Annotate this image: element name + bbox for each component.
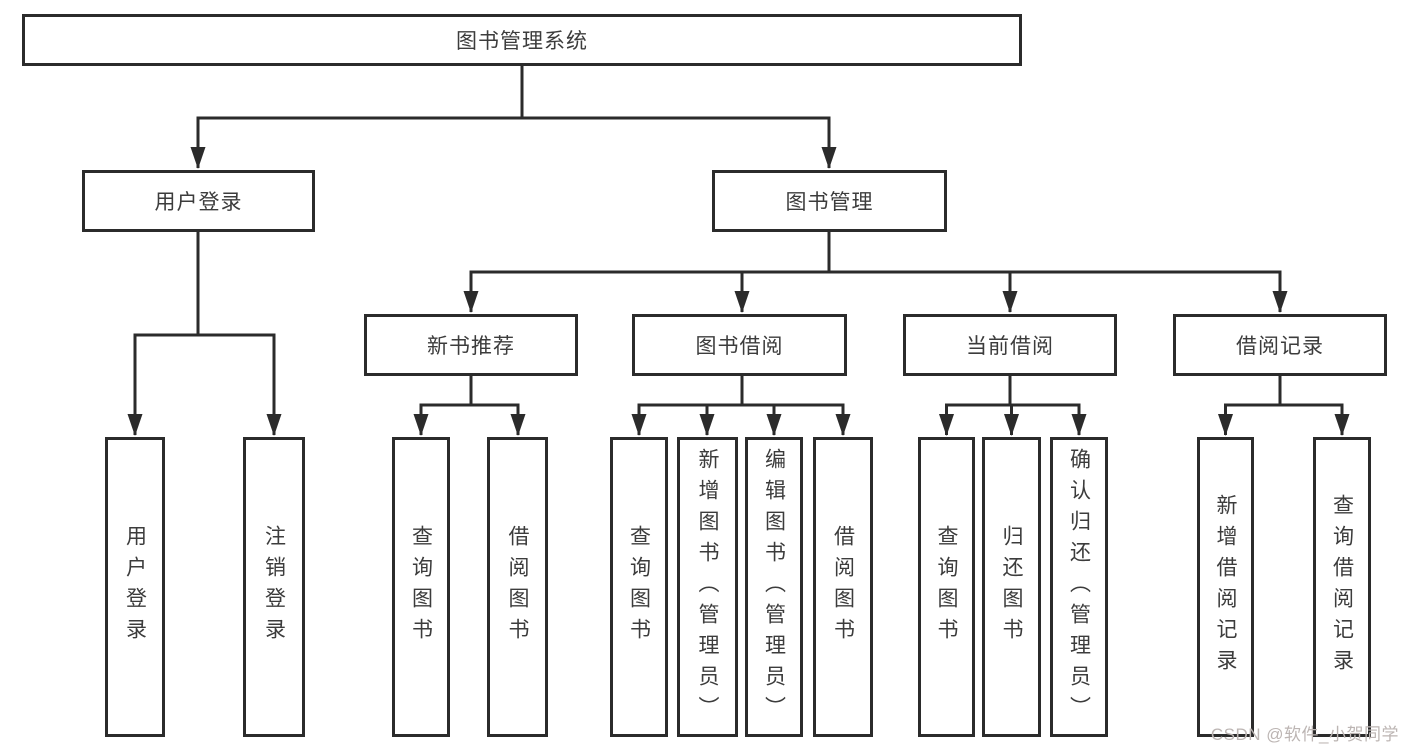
connector-user-login-branch bbox=[127, 232, 282, 436]
node-label: 当前借阅 bbox=[966, 335, 1054, 358]
node-book-borrowing: 图书借阅 bbox=[632, 314, 847, 376]
connector-current-borrowing-branch bbox=[939, 376, 1087, 436]
leaf-user-login: 用户登录 bbox=[105, 437, 165, 737]
csdn-watermark: CSDN @软件_小贺同学 bbox=[1210, 725, 1399, 744]
node-label: 图书借阅 bbox=[695, 335, 784, 358]
node-current-borrowing: 当前借阅 bbox=[903, 314, 1117, 376]
leaf-return-books: 归还图书 bbox=[982, 437, 1041, 737]
leaf-query-borrow-record: 查询借阅记录 bbox=[1313, 437, 1371, 737]
leaf-edit-books-admin: 编辑图书（管理员） bbox=[745, 437, 803, 737]
leaf-add-borrow-record: 新增借阅记录 bbox=[1197, 437, 1254, 737]
node-label: 借阅记录 bbox=[1236, 335, 1324, 358]
leaf-query-books-recommend: 查询图书 bbox=[392, 437, 450, 737]
node-book-management: 图书管理 bbox=[712, 170, 947, 232]
connector-book-management-branch bbox=[463, 232, 1288, 313]
leaf-confirm-return-admin: 确认归还（管理员） bbox=[1050, 437, 1108, 737]
node-label: 查询图书 bbox=[627, 525, 651, 649]
node-borrowing-records: 借阅记录 bbox=[1173, 314, 1387, 376]
node-label: 归还图书 bbox=[1000, 525, 1023, 649]
node-user-login: 用户登录 bbox=[82, 170, 315, 232]
leaf-add-books-admin: 新增图书（管理员） bbox=[677, 437, 738, 737]
node-label: 图书管理 bbox=[785, 191, 874, 214]
node-label: 查询借阅记录 bbox=[1330, 494, 1354, 680]
node-new-book-recommend: 新书推荐 bbox=[364, 314, 578, 376]
node-label: 图书管理系统 bbox=[456, 30, 588, 53]
leaf-borrow-books: 借阅图书 bbox=[813, 437, 873, 737]
node-label: 用户登录 bbox=[154, 191, 243, 214]
leaf-borrow-books-recommend: 借阅图书 bbox=[487, 437, 548, 737]
node-label: 确认归还（管理员） bbox=[1067, 447, 1091, 727]
node-label: 新增图书（管理员） bbox=[696, 447, 719, 727]
leaf-query-books-borrowing: 查询图书 bbox=[610, 437, 668, 737]
leaf-logout: 注销登录 bbox=[243, 437, 305, 737]
node-label: 借阅图书 bbox=[506, 525, 529, 649]
node-label: 注销登录 bbox=[262, 525, 286, 649]
node-label: 新书推荐 bbox=[427, 335, 515, 358]
connector-borrowing-records-branch bbox=[1218, 376, 1350, 436]
node-library-management-system: 图书管理系统 bbox=[22, 14, 1022, 66]
node-label: 编辑图书（管理员） bbox=[762, 447, 786, 727]
node-label: 借阅图书 bbox=[831, 525, 855, 649]
leaf-query-books-current: 查询图书 bbox=[918, 437, 975, 737]
node-label: 查询图书 bbox=[409, 525, 433, 649]
node-label: 用户登录 bbox=[123, 525, 147, 649]
connector-root-to-level2 bbox=[190, 66, 837, 169]
connector-book-borrowing-branch bbox=[631, 376, 851, 436]
node-label: 新增借阅记录 bbox=[1214, 494, 1237, 680]
connector-new-book-recommend-branch bbox=[413, 376, 526, 436]
node-label: 查询图书 bbox=[935, 525, 958, 649]
